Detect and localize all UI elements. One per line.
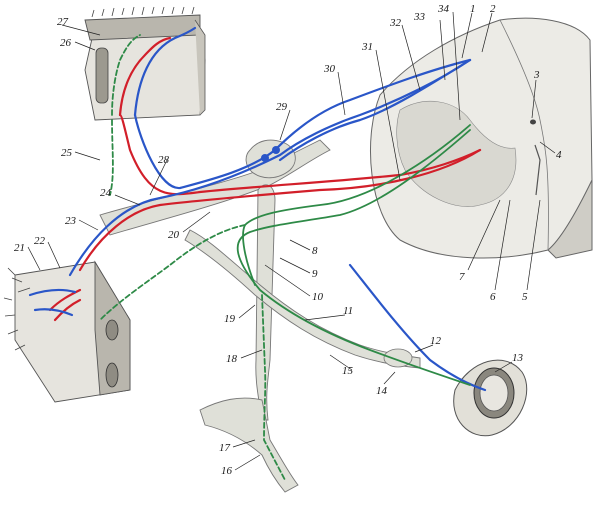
label-22: 22	[34, 235, 46, 247]
label-5: 5	[522, 291, 528, 303]
label-9: 9	[312, 268, 318, 280]
label-12: 12	[430, 335, 442, 347]
label-21: 21	[14, 242, 25, 254]
label-13: 13	[512, 352, 524, 364]
label-19: 19	[224, 313, 236, 325]
label-6: 6	[490, 291, 496, 303]
label-24: 24	[100, 187, 112, 199]
label-1: 1	[470, 3, 476, 15]
label-7: 7	[459, 271, 465, 283]
label-8: 8	[312, 245, 318, 257]
skin-block-upper	[84, 6, 206, 121]
label-31: 31	[361, 41, 373, 53]
label-16: 16	[221, 465, 233, 477]
label-33: 33	[413, 11, 426, 23]
autonomic-fibers	[99, 119, 471, 481]
label-15: 15	[342, 365, 354, 377]
label-29: 29	[276, 101, 288, 113]
label-32: 32	[389, 17, 402, 29]
label-25: 25	[61, 147, 73, 159]
label-10: 10	[312, 291, 324, 303]
label-27: 27	[57, 16, 69, 28]
sensory-fibers	[68, 58, 487, 392]
label-26: 26	[60, 37, 72, 49]
label-4: 4	[556, 149, 562, 161]
label-3: 3	[533, 69, 540, 81]
label-2: 2	[490, 3, 496, 15]
label-28: 28	[158, 154, 170, 166]
label-17: 17	[219, 442, 231, 454]
labels: 1 2 3 4 5 6 7 8 9 10 11 12 13 14 15 16 1…	[14, 3, 562, 477]
label-30: 30	[323, 63, 336, 75]
label-14: 14	[376, 385, 388, 397]
label-18: 18	[226, 353, 238, 365]
label-20: 20	[168, 229, 180, 241]
nerve-trunks	[99, 139, 528, 493]
spinal-cord-segment	[370, 17, 593, 259]
label-11: 11	[343, 305, 353, 317]
label-23: 23	[65, 215, 77, 227]
skin-block-lower	[3, 260, 131, 403]
label-34: 34	[437, 3, 450, 15]
